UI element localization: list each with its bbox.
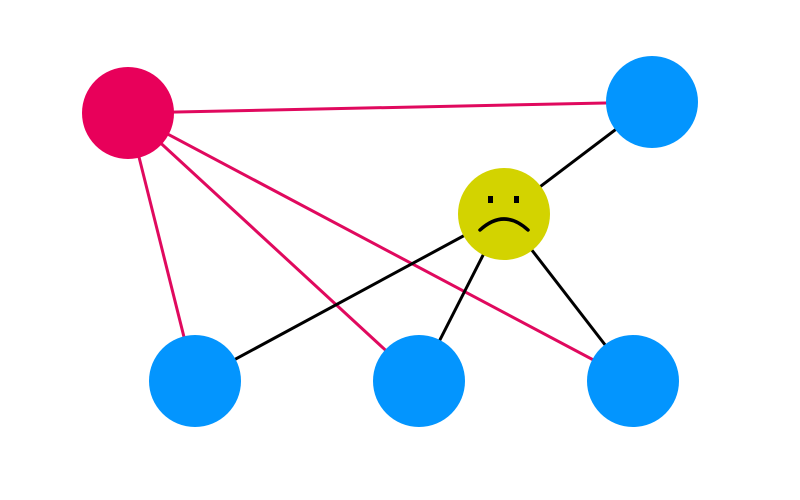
sad-face-right-eye: [514, 196, 519, 203]
node-bottom-middle-circle: [373, 335, 465, 427]
sad-face-icon: [478, 196, 530, 232]
node-top-right-circle: [606, 56, 698, 148]
node-bottom-left-circle: [149, 335, 241, 427]
edges-layer: [126, 100, 653, 383]
nodes-layer: [82, 56, 698, 427]
node-bottom-left: [149, 335, 241, 427]
edge-sad-to-bottom-left: [194, 212, 505, 383]
sad-face-mouth: [478, 217, 530, 232]
node-sad: [458, 168, 550, 260]
edge-hub-to-bottom-left: [126, 112, 197, 382]
node-hub: [82, 67, 174, 159]
node-hub-circle: [82, 67, 174, 159]
edge-hub-to-bottom-right: [127, 111, 634, 383]
edge-hub-to-top-right: [127, 100, 653, 115]
node-sad-circle: [458, 168, 550, 260]
node-bottom-right-circle: [587, 335, 679, 427]
node-bottom-right: [587, 335, 679, 427]
node-top-right: [606, 56, 698, 148]
edge-hub-to-bottom-middle: [126, 111, 421, 383]
sad-face-left-eye: [488, 196, 493, 203]
node-bottom-middle: [373, 335, 465, 427]
